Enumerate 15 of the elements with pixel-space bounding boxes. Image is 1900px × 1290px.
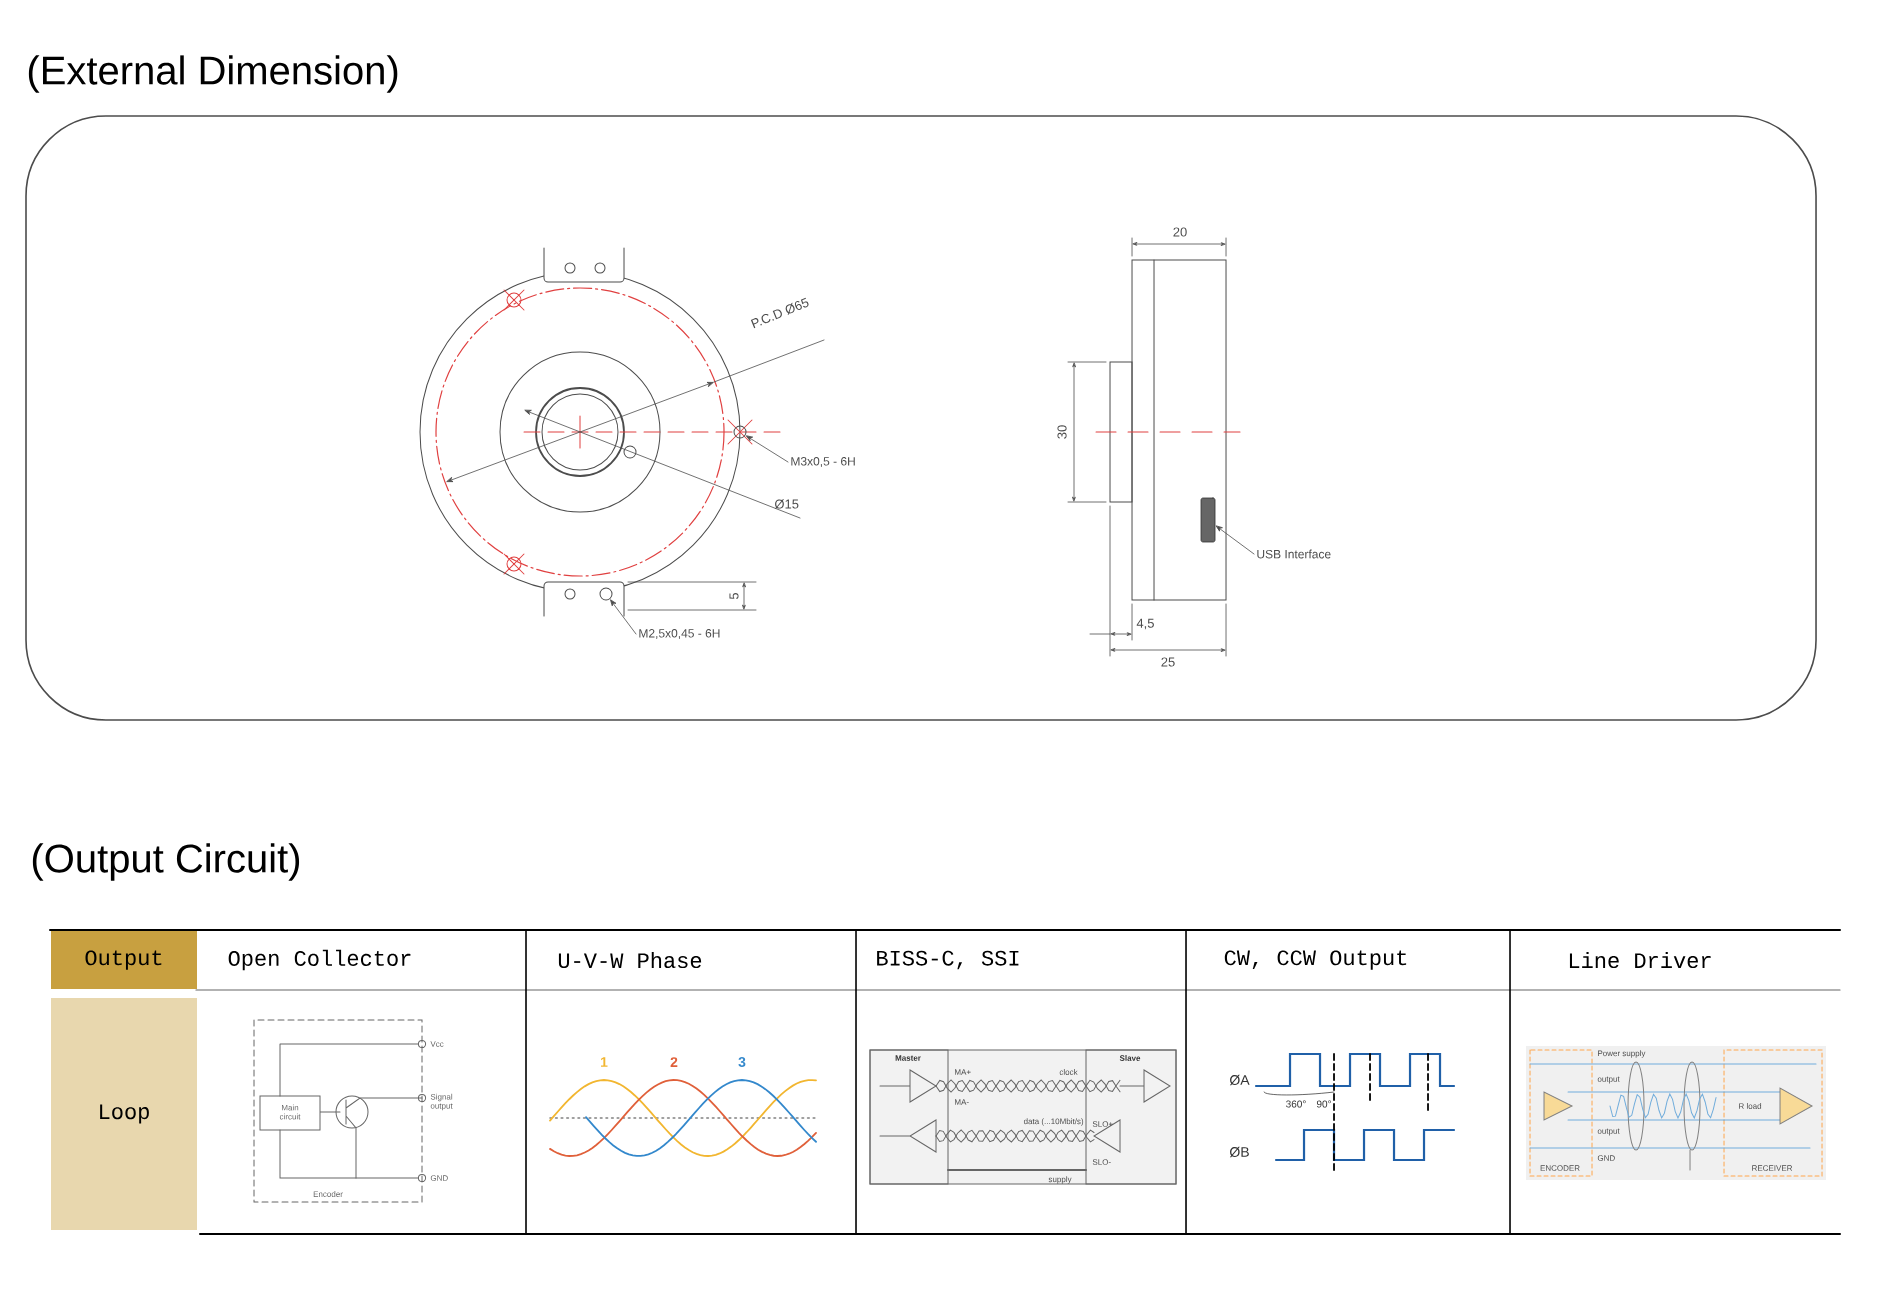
- column-header: U-V-W Phase: [558, 951, 702, 969]
- mounting-hole: [733, 425, 747, 439]
- leader-line: [746, 435, 789, 463]
- column-header: Open Collector: [228, 949, 411, 971]
- mounting-hole: [599, 587, 613, 601]
- column-header: BISS-C, SSI: [877, 950, 1019, 970]
- section-heading: (External Dimension): [28, 55, 398, 93]
- row-header: Output: [51, 931, 197, 989]
- usb-port: [1200, 497, 1216, 543]
- column-header: Line Driver: [1569, 951, 1711, 969]
- row-header: Loop: [51, 998, 197, 1230]
- leader-line: [1215, 525, 1255, 555]
- section-heading: (Output Circuit): [32, 843, 300, 881]
- column-header: CW, CCW Output: [1224, 950, 1407, 970]
- leader-line: [610, 599, 637, 635]
